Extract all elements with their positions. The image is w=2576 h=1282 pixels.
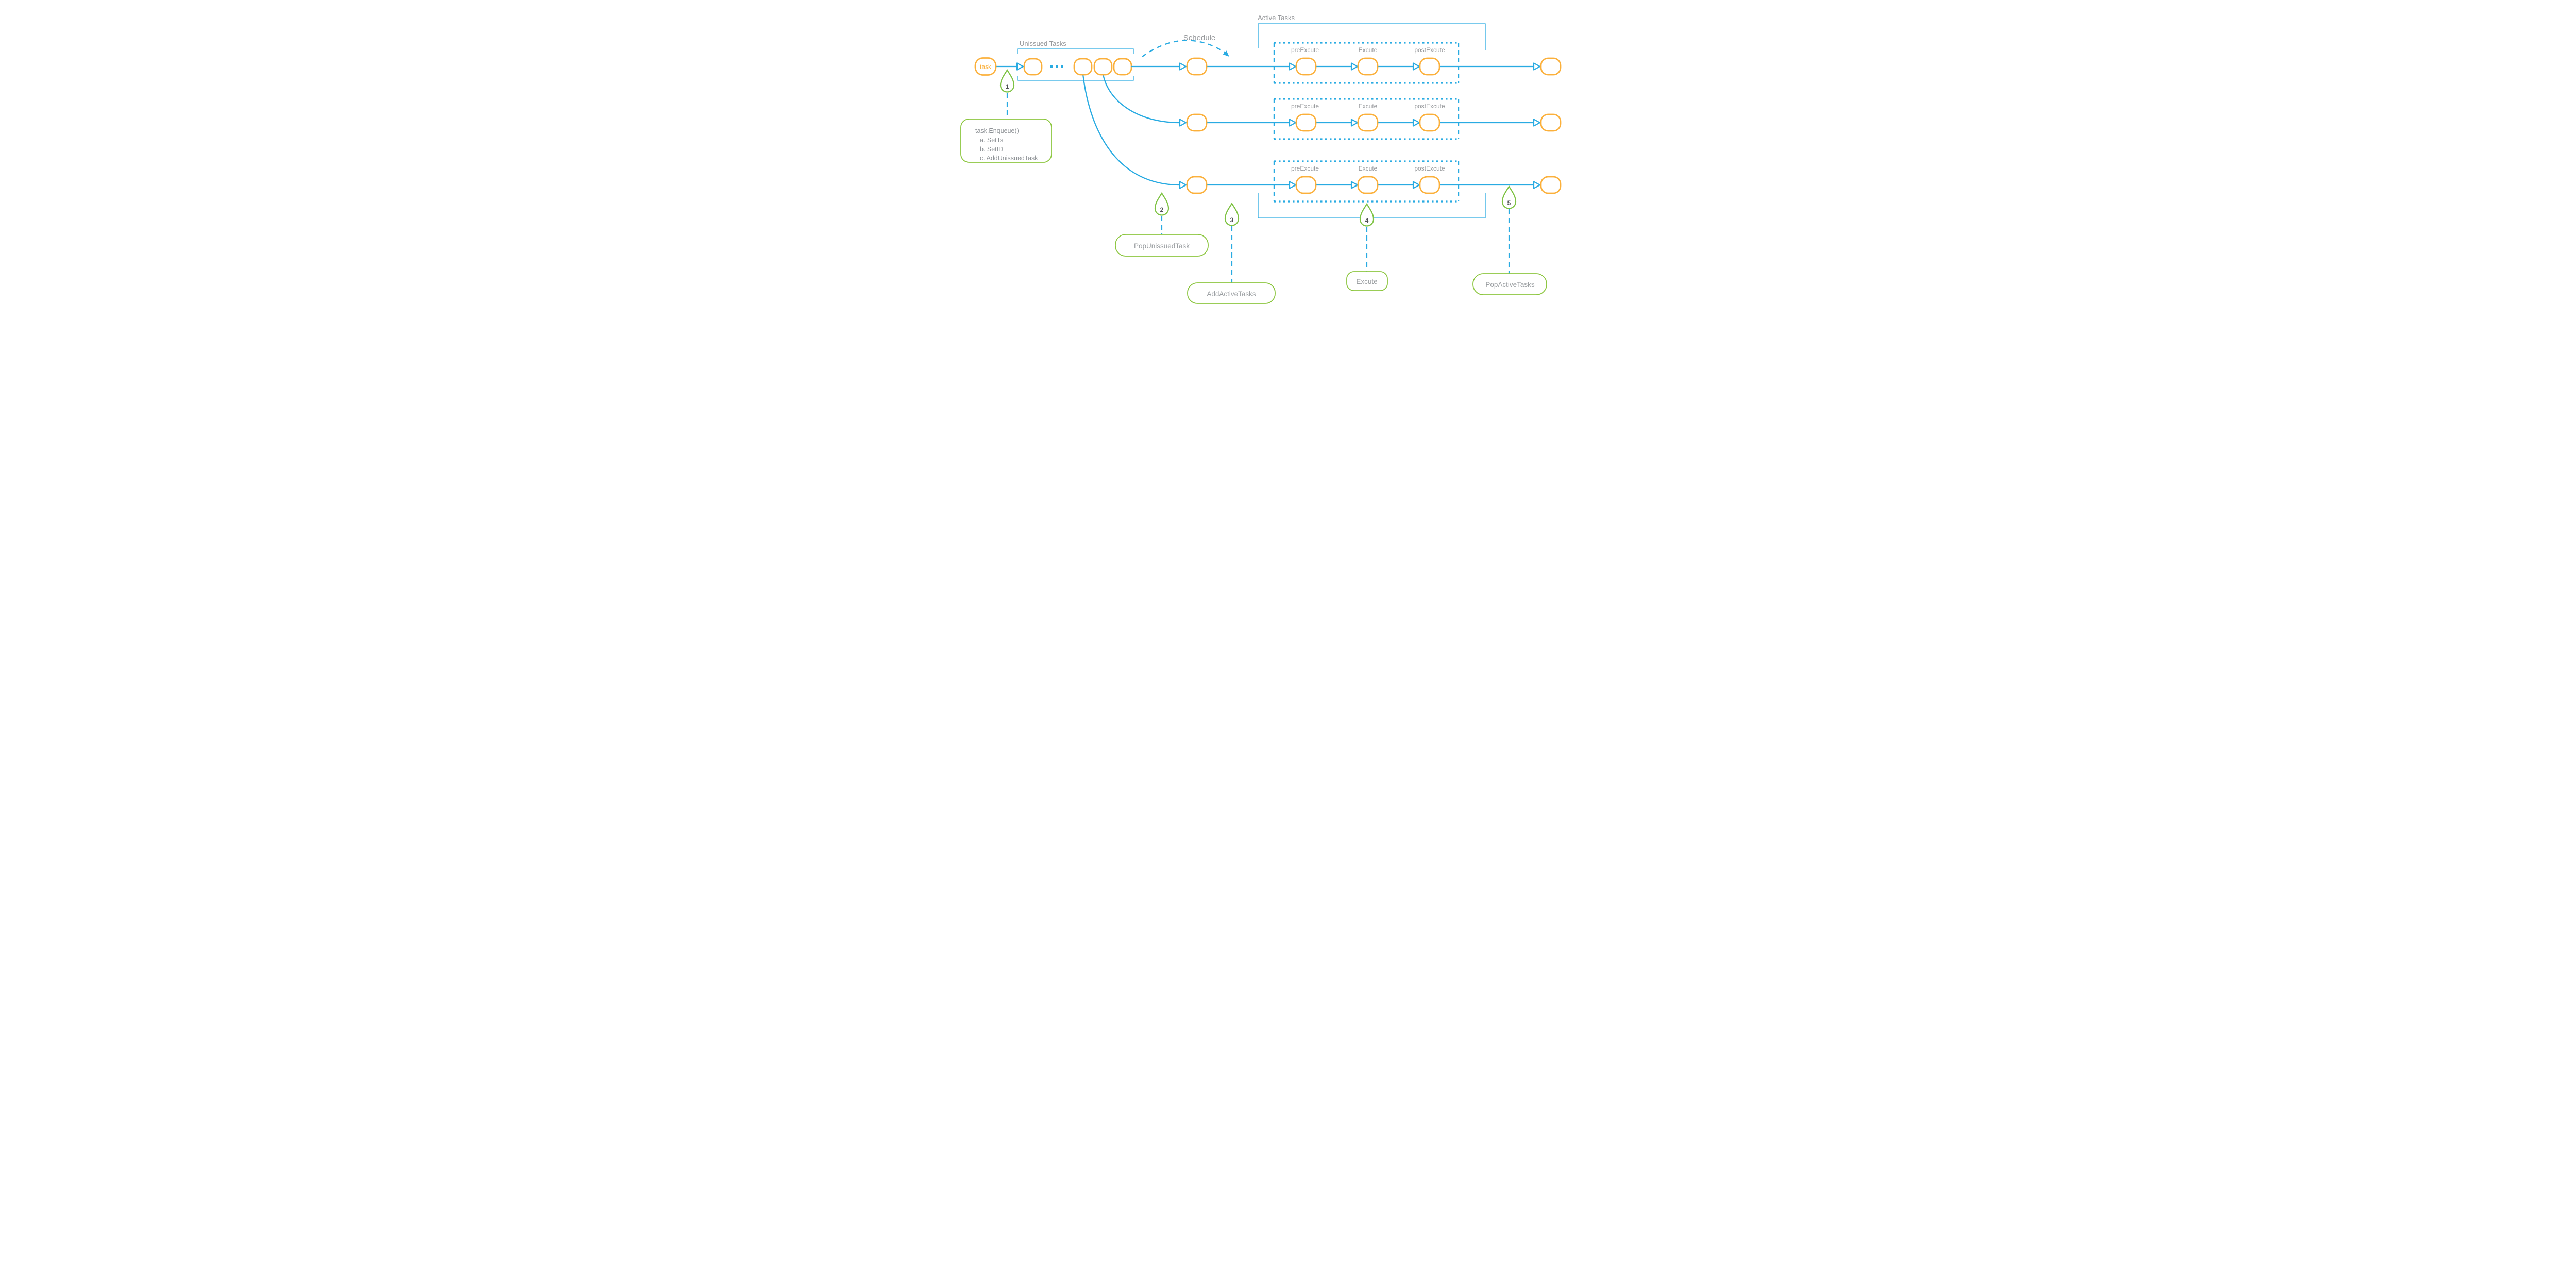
schedule-group: Schedule (1141, 33, 1229, 57)
unissued-tasks-group: Unissued Tasks (1016, 40, 1134, 81)
execute-label: Excute (1358, 165, 1377, 172)
pop-active-tasks-box (1472, 273, 1547, 295)
schedule-arc-arrowhead-icon (1223, 50, 1229, 57)
pre-execute-node (1295, 57, 1316, 76)
marker-1: 1 task.Enqueue() a. SetTs b. SetID c. Ad… (960, 69, 1052, 163)
arrowhead-icon (1179, 119, 1187, 127)
pin-icon (1224, 202, 1239, 226)
queue-node (1113, 58, 1132, 76)
marker-number: 2 (1160, 206, 1163, 213)
pop-unissued-task-box (1114, 234, 1209, 257)
excute-label: Excute (1356, 278, 1377, 285)
pre-execute-label: preExcute (1291, 103, 1318, 110)
post-execute-label: postExcute (1414, 165, 1445, 172)
schedule-out-node (1186, 176, 1207, 194)
execute-node (1357, 57, 1378, 76)
arrowhead-icon (1179, 181, 1187, 189)
pop-active-tasks-label: PopActiveTasks (1485, 281, 1535, 289)
queue-node (1073, 58, 1092, 76)
arrowhead-icon (1412, 119, 1420, 127)
queue-to-schedule-arrow (1131, 62, 1187, 71)
post-execute-node (1419, 113, 1440, 132)
marker-number: 5 (1507, 199, 1511, 207)
schedule-label: Schedule (1183, 33, 1215, 42)
arrowhead-icon (1533, 62, 1540, 71)
task-node-label: task (979, 63, 991, 71)
arrowhead-icon (1350, 62, 1358, 71)
marker-2: 2 PopUnissuedTask (1114, 192, 1209, 257)
done-node (1540, 113, 1561, 132)
marker-5: 5 PopActiveTasks (1472, 185, 1547, 295)
queue-to-row3-curve (1082, 74, 1187, 189)
arrowhead-icon (1016, 62, 1024, 71)
arrowhead-icon (1350, 181, 1358, 189)
post-execute-label: postExcute (1414, 46, 1445, 54)
queue-node (1023, 58, 1042, 76)
schedule-out-node (1186, 57, 1207, 76)
task-scheduler-diagram: Unissued Tasks task Schedule Active Task… (899, 0, 1677, 320)
arrowhead-icon (1179, 62, 1187, 71)
marker-number: 4 (1365, 217, 1368, 224)
arrowhead-icon (1350, 119, 1358, 127)
active-task-row: preExcute Excute postExcute (1186, 160, 1561, 203)
arrowhead-icon (1533, 119, 1540, 127)
post-execute-node (1419, 57, 1440, 76)
arrowhead-icon (1412, 62, 1420, 71)
note-line: a. SetTs (980, 137, 1003, 144)
diagram-svg: Unissued Tasks task Schedule Active Task… (899, 0, 1677, 320)
active-tasks-label: Active Tasks (1258, 14, 1295, 22)
note-line: c. AddUnissuedTask (980, 155, 1038, 162)
pop-unissued-task-label: PopUnissuedTask (1133, 242, 1189, 250)
excute-box (1346, 271, 1388, 291)
note-line: task.Enqueue() (975, 127, 1019, 134)
queue-to-row2-curve (1102, 74, 1187, 127)
active-task-row: preExcute Excute postExcute (1186, 98, 1561, 140)
arrowhead-icon (1533, 181, 1540, 189)
execute-node (1357, 113, 1378, 132)
arrowhead-icon (1289, 119, 1296, 127)
unissued-tasks-label: Unissued Tasks (1020, 40, 1066, 47)
execute-label: Excute (1358, 46, 1377, 54)
pre-execute-label: preExcute (1291, 165, 1318, 172)
done-node (1540, 176, 1561, 194)
pre-execute-node (1295, 113, 1316, 132)
pin-icon (1154, 192, 1169, 216)
add-active-tasks-box (1187, 282, 1276, 304)
arrowhead-icon (1289, 181, 1296, 189)
pre-execute-node (1295, 176, 1316, 194)
enqueue-note-box (960, 119, 1052, 163)
marker-3: 3 AddActiveTasks (1187, 202, 1276, 304)
execute-label: Excute (1358, 103, 1377, 110)
unissued-bracket-top (1016, 48, 1134, 54)
marker-number: 1 (1005, 83, 1009, 90)
arrowhead-icon (1289, 62, 1296, 71)
arrowhead-icon (1412, 181, 1420, 189)
done-node (1540, 57, 1561, 76)
post-execute-node (1419, 176, 1440, 194)
pin-icon (1501, 185, 1516, 209)
unissued-bracket-bottom (1016, 76, 1134, 81)
schedule-arc (1141, 40, 1227, 57)
task-node: task (974, 57, 1024, 76)
marker-4: 4 Excute (1346, 203, 1388, 291)
queue-node (1093, 58, 1112, 76)
schedule-out-node (1186, 113, 1207, 132)
note-line: b. SetID (980, 146, 1003, 153)
queue-ellipsis-icon (1050, 65, 1063, 68)
post-execute-label: postExcute (1414, 103, 1445, 110)
pre-execute-label: preExcute (1291, 46, 1318, 54)
pin-icon (1359, 203, 1374, 227)
add-active-tasks-label: AddActiveTasks (1207, 290, 1256, 298)
marker-number: 3 (1230, 216, 1233, 224)
execute-node (1357, 176, 1378, 194)
pin-icon (999, 69, 1014, 93)
active-bracket-top (1257, 23, 1486, 50)
active-task-row: preExcute Excute postExcute (1186, 42, 1561, 84)
